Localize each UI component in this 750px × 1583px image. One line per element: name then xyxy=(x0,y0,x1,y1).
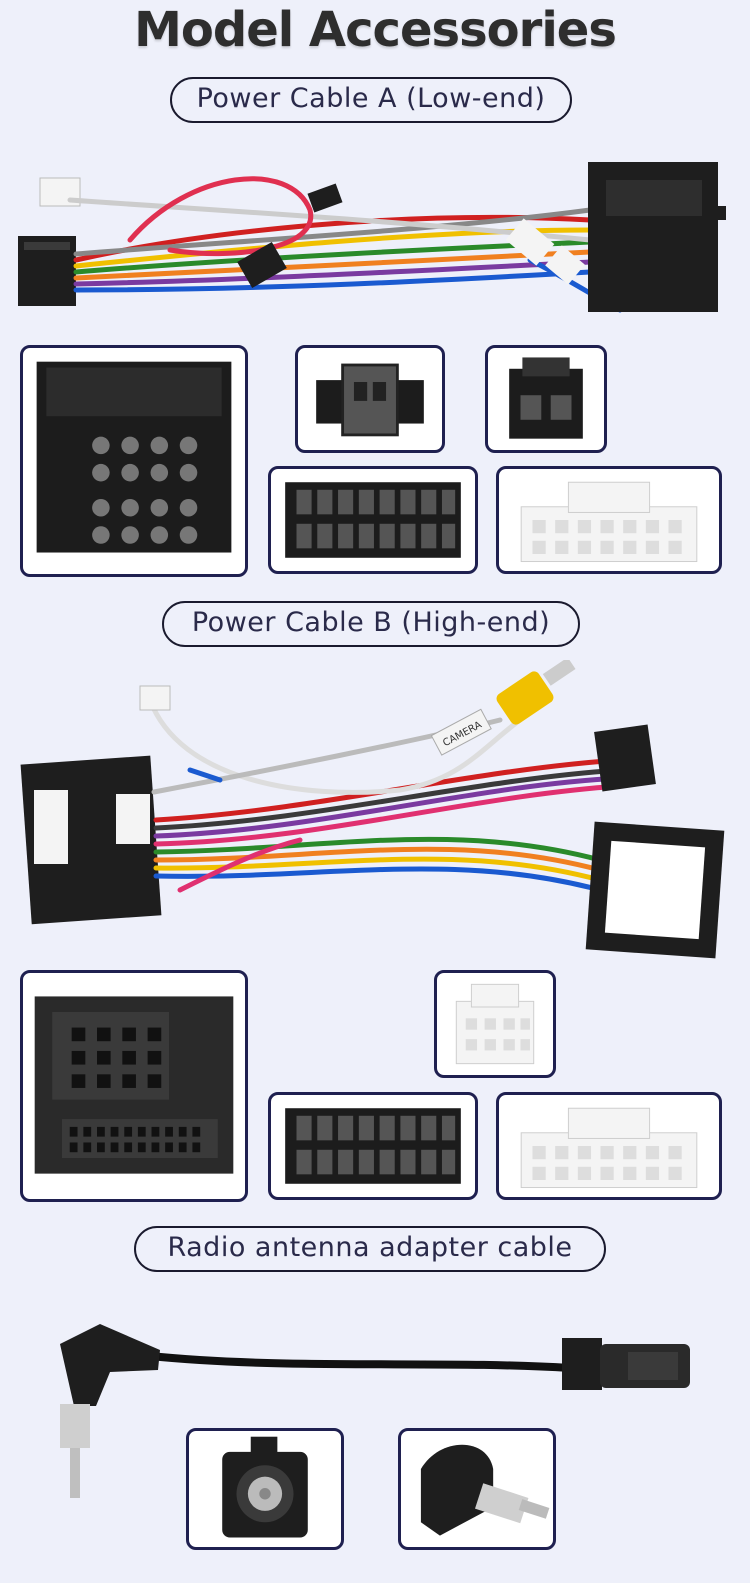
antenna-fakra-end-frame xyxy=(186,1428,344,1550)
power-cable-a-harness-image xyxy=(18,162,726,313)
section-label-power-cable-b: Power Cable B (High-end) xyxy=(162,601,580,647)
connector-a-black-16pin-frame xyxy=(268,466,478,574)
connector-a-black-plug-frame xyxy=(485,345,607,453)
connector-b-black-16pin-frame xyxy=(268,1092,478,1200)
connector-a-white-plug-frame xyxy=(496,466,722,574)
page-title: Model Accessories xyxy=(134,2,617,58)
radio-antenna-cable-image xyxy=(60,1324,690,1498)
connector-a-iso-male-frame xyxy=(20,345,248,577)
connector-b-quadlock-frame xyxy=(20,970,248,1202)
section-label-radio-antenna: Radio antenna adapter cable xyxy=(134,1226,606,1272)
antenna-din-end-frame xyxy=(398,1428,556,1550)
connector-a-black-small-frame xyxy=(295,345,445,453)
connector-b-white-small-frame xyxy=(434,970,556,1078)
power-cable-b-harness-image: CAMERA xyxy=(20,660,725,959)
section-label-power-cable-a: Power Cable A (Low-end) xyxy=(170,77,572,123)
connector-b-white-plug-frame xyxy=(496,1092,722,1200)
